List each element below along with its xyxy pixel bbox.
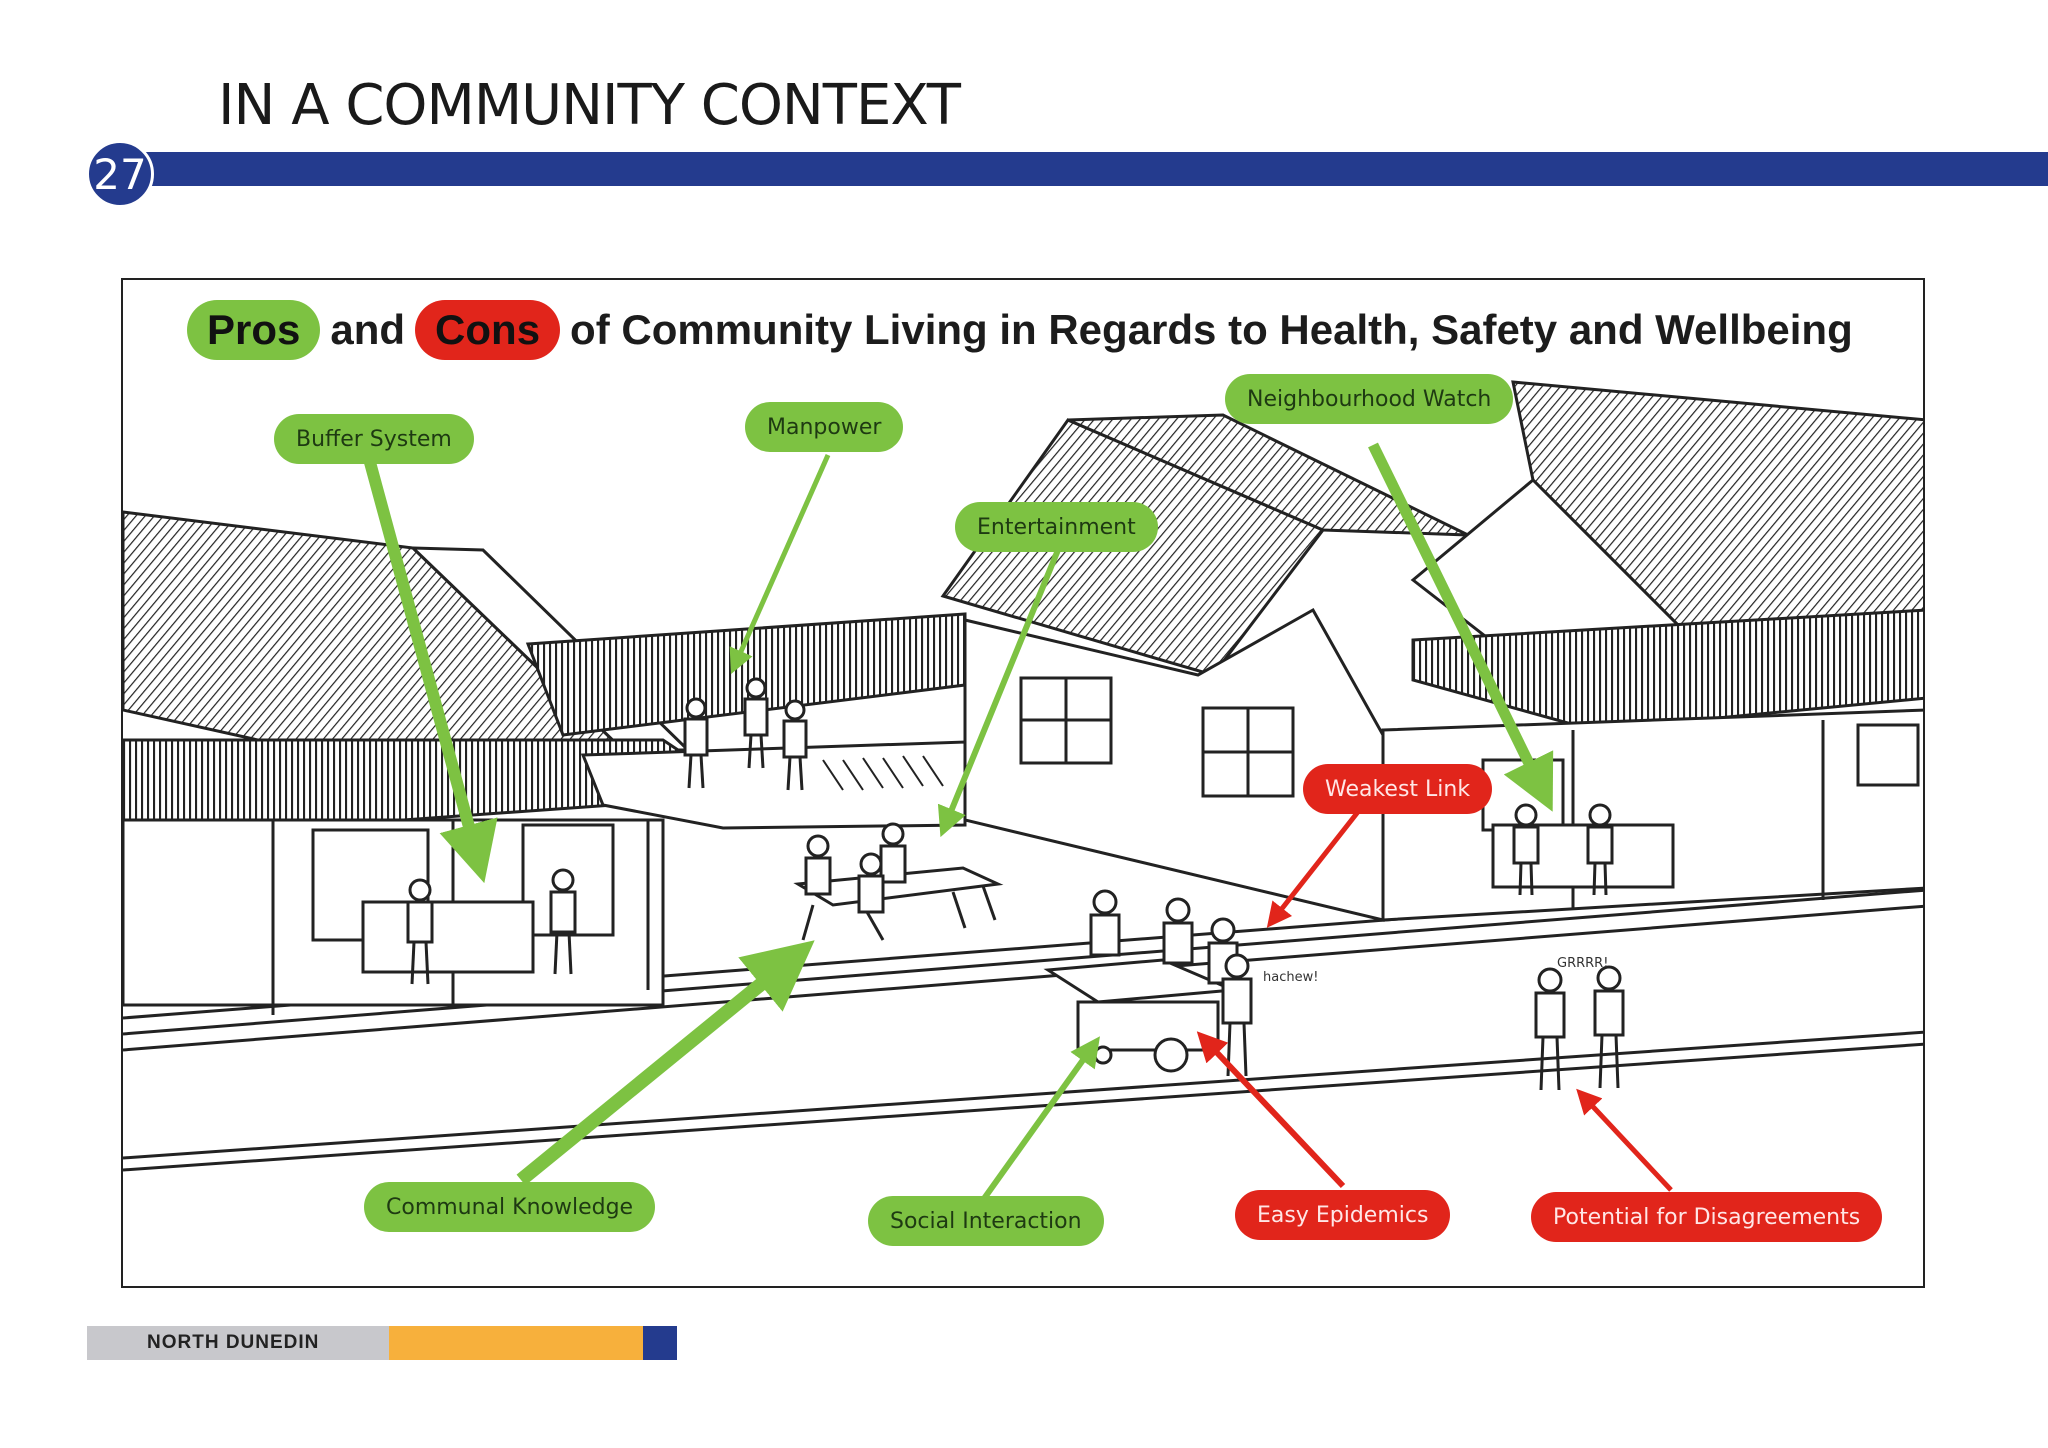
label-entertainment: Entertainment [955, 502, 1158, 552]
label-weakest-link: Weakest Link [1303, 764, 1493, 814]
label-neighbourhood-watch: Neighbourhood Watch [1225, 374, 1514, 424]
header-bar [120, 152, 2048, 186]
arrow-neighbourhood-watch [1368, 442, 1554, 812]
community-scene-illustration [123, 380, 1923, 1202]
label-communal-knowledge: Communal Knowledge [364, 1182, 656, 1232]
diagram-title: Pros and Cons of Community Living in Reg… [187, 300, 1853, 360]
title-and: and [330, 306, 406, 353]
label-easy-epidemics: Easy Epidemics [1235, 1190, 1451, 1240]
pro-arrows [362, 442, 1554, 1202]
page-title: IN A COMMUNITY CONTEXT [218, 73, 961, 138]
right-house [1381, 380, 1923, 922]
footer-label: NORTH DUNEDIN [87, 1326, 389, 1360]
label-social-interaction: Social Interaction [868, 1196, 1104, 1246]
label-buffer-system: Buffer System [274, 414, 474, 464]
label-potential-disagreements: Potential for Disagreements [1531, 1192, 1883, 1242]
arrow-entertainment [937, 548, 1061, 838]
label-manpower: Manpower [745, 402, 904, 452]
footer-blue-block [643, 1326, 677, 1360]
arrow-social-interaction [980, 1036, 1100, 1202]
page-number-badge: 27 [86, 140, 154, 208]
arrow-potential-disagreements [1576, 1088, 1673, 1192]
diagram-frame: Pros and Cons of Community Living in Reg… [121, 278, 1925, 1288]
people-figures [406, 677, 1625, 1091]
title-rest: of Community Living in Regards to Health… [570, 306, 1853, 353]
sneeze-sound-text: hachew! [1263, 970, 1319, 985]
arrow-easy-epidemics [1196, 1031, 1346, 1189]
growl-sound-text: GRRRR! [1557, 956, 1609, 971]
arrow-buffer-system [362, 453, 498, 884]
arrow-communal-knowledge [516, 940, 815, 1186]
bbq-cart [1043, 958, 1234, 1073]
footer-orange-block [389, 1326, 643, 1360]
picnic-table [793, 866, 1004, 941]
title-cons-pill: Cons [415, 300, 561, 360]
arrow-manpower [729, 453, 831, 675]
title-pros-pill: Pros [187, 300, 321, 360]
